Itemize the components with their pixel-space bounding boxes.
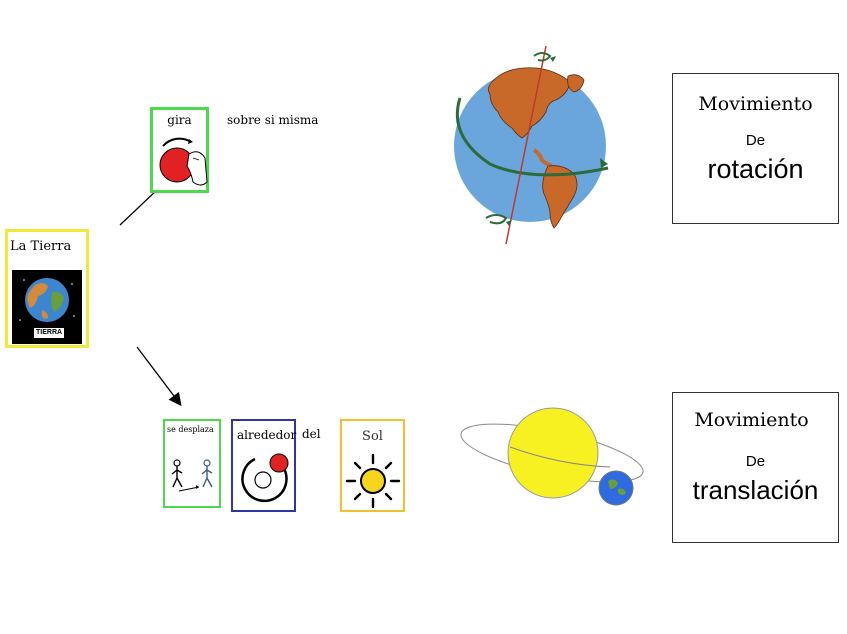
rotation-box-line2: De bbox=[745, 132, 766, 149]
translation-box: Movimiento De translación bbox=[672, 392, 839, 543]
arrow-to-se-desplaza bbox=[136, 346, 182, 407]
del-text: del bbox=[302, 427, 321, 441]
gira-label: gira bbox=[167, 113, 192, 127]
rotation-box: Movimiento De rotación bbox=[672, 73, 839, 224]
spinning-ball-icon bbox=[159, 137, 208, 186]
se-desplaza-label: se desplaza bbox=[167, 425, 214, 434]
se-desplaza-card: se desplaza bbox=[163, 419, 221, 508]
around-circle-icon bbox=[241, 453, 289, 503]
rotating-earth-image bbox=[454, 45, 609, 245]
earth-picture: TIERRA bbox=[12, 270, 82, 344]
rotation-box-line3: rotación bbox=[707, 154, 804, 184]
earth-icon bbox=[19, 278, 75, 322]
la-tierra-label: La Tierra bbox=[10, 239, 72, 254]
sobre-si-misma-text: sobre si misma bbox=[227, 113, 319, 127]
walking-people-icon bbox=[171, 459, 213, 492]
translation-box-line3: translación bbox=[692, 475, 819, 505]
translation-box-line2: De bbox=[745, 453, 766, 470]
la-tierra-card: La Tierra TIERRA bbox=[5, 229, 89, 348]
sol-card: Sol bbox=[340, 419, 405, 512]
rotation-box-line1: Movimiento bbox=[698, 93, 813, 115]
alrededor-label: alrededor bbox=[237, 428, 297, 442]
translation-box-line1: Movimiento bbox=[694, 409, 809, 431]
sol-label: Sol bbox=[362, 429, 383, 444]
sun-earth-orbit-image bbox=[460, 407, 644, 506]
alrededor-card: alrededor bbox=[231, 419, 296, 512]
tierra-badge: TIERRA bbox=[34, 328, 65, 338]
sun-icon bbox=[345, 453, 401, 509]
gira-card: gira bbox=[150, 107, 209, 193]
